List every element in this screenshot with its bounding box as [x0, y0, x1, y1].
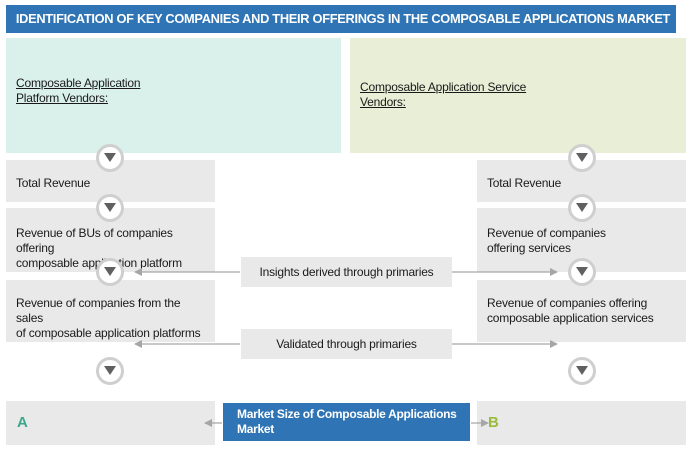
chevron-down-icon — [568, 258, 596, 286]
left-step-2-line-1: Revenue of BUs of companies offering — [16, 226, 173, 255]
right-step-1-line-1: Total Revenue — [487, 176, 562, 190]
left-header-line-1: Composable Application — [16, 76, 141, 90]
market-size-line-1: Market Size of Composable Applications — [237, 407, 457, 421]
left-step-total-revenue: Total Revenue — [6, 160, 215, 202]
right-step-3-line-2: composable application services — [487, 311, 654, 325]
chevron-down-icon — [96, 194, 124, 222]
right-step-2-line-2: offering services — [487, 241, 571, 255]
chevron-down-icon — [568, 144, 596, 172]
chevron-down-icon — [568, 194, 596, 222]
result-b-box: B — [477, 401, 686, 445]
market-size-box: Market Size of Composable Applications M… — [223, 403, 470, 441]
right-step-3-line-1: Revenue of companies offering — [487, 296, 648, 310]
right-header-line-1: Composable Application Service — [360, 80, 527, 94]
left-step-3-line-2: of composable application platforms — [16, 326, 201, 340]
chevron-down-icon — [568, 357, 596, 385]
left-step-sales-revenue: Revenue of companies from the sales of c… — [6, 280, 215, 342]
left-header-box: Composable Application Platform Vendors: — [6, 38, 341, 153]
left-step-1-line-1: Total Revenue — [16, 176, 91, 190]
diagram-title: IDENTIFICATION OF KEY COMPANIES AND THEI… — [6, 5, 676, 33]
right-header-line-2: Vendors: — [360, 95, 406, 109]
right-header-box: Composable Application Service Vendors: — [350, 38, 686, 153]
right-step-composable-services-revenue: Revenue of companies offering composable… — [477, 280, 686, 342]
chevron-down-icon — [96, 357, 124, 385]
insights-label: Insights derived through primaries — [241, 257, 452, 287]
validated-label: Validated through primaries — [241, 329, 452, 359]
chevron-down-icon — [96, 258, 124, 286]
market-size-line-2: Market — [237, 422, 274, 436]
chevron-down-icon — [96, 144, 124, 172]
left-step-3-line-1: Revenue of companies from the sales — [16, 296, 181, 325]
left-header-line-2: Platform Vendors: — [16, 91, 108, 105]
result-a-box: A — [6, 401, 215, 445]
right-step-2-line-1: Revenue of companies — [487, 226, 606, 240]
